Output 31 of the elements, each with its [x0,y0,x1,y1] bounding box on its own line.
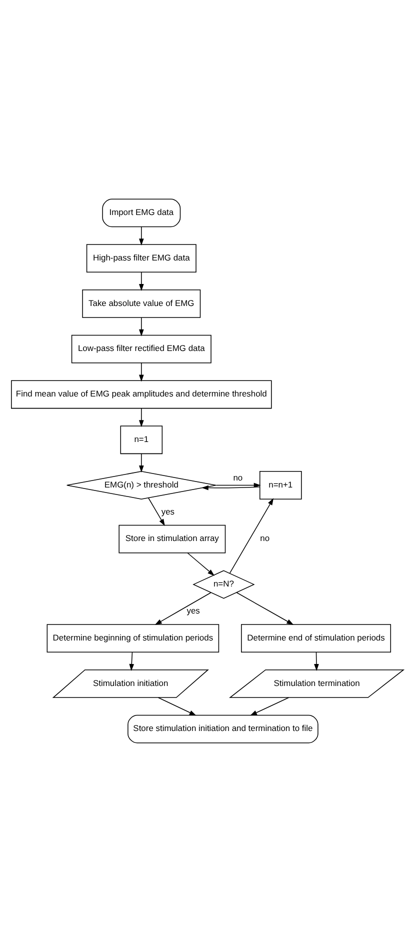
arrow [314,652,319,671]
edge-label: no [260,533,270,544]
arrow [187,552,215,576]
arrow [216,482,261,488]
arrow [148,497,165,526]
edge-label: no [233,472,243,482]
edge-label: yes [161,506,175,516]
arrow [138,362,144,382]
arrow [138,408,144,428]
node-box: Store in stimulation array [118,524,226,554]
arrow [129,652,134,671]
node-box: Find mean value of EMG peak amplitudes and determine threshold [11,380,272,409]
arrow [154,592,212,625]
arrow [201,485,260,490]
arrow [138,317,144,336]
node-diamond: EMG(n) > threshold [66,471,216,500]
node-box: Determine end of stimulation periods [241,624,392,653]
node-box: Low-pass filter rectified EMG data [71,334,212,364]
node-box: Determine beginning of stimulation periods [46,624,220,653]
arrow [230,498,274,574]
edge-label: yes [186,606,200,616]
arrow [138,272,144,291]
node-box: n=n+1 [259,471,302,500]
arrow [138,226,144,246]
node-box: Store stimulation initiation and termination to file [128,714,318,744]
node-box: Take absolute value of EMG [82,289,201,318]
arrow [236,592,294,625]
arrow [138,453,144,472]
node-box: n=1 [120,426,163,454]
node-box: High-pass filter EMG data [86,244,196,273]
node-box: Import EMG data [102,198,181,228]
